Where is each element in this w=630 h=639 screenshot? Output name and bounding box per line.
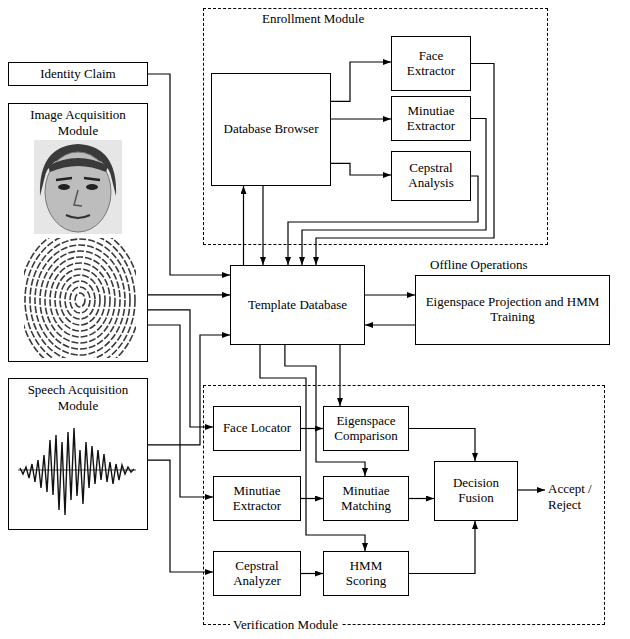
node-label: Cepstral Analysis [396, 161, 466, 191]
connector [316, 64, 494, 266]
node-label: Decision Fusion [439, 476, 513, 506]
node-label: Minutiae Extractor [396, 104, 466, 134]
speech-waveform [18, 428, 136, 515]
node-label: Template Database [248, 298, 347, 313]
node-label: Minutiae Matching [328, 484, 404, 514]
connector [409, 498, 434, 499]
node-label: Identity Claim [40, 67, 115, 82]
node-label: Face Extractor [396, 49, 466, 79]
node-label: Minutiae Extractor [218, 484, 296, 514]
box-heading: Offline Operations [430, 258, 528, 273]
panel-heading: Speech Acquisition Module [9, 379, 147, 413]
connector [243, 186, 244, 265]
connector [339, 345, 340, 406]
process-box: Cepstral Analyzer [213, 551, 301, 596]
region-heading: Verification Module [230, 618, 341, 633]
module-region: Verification ModuleFace LocatorEigenspac… [203, 385, 605, 625]
output-label: Accept / Reject [548, 481, 604, 512]
process-box: Eigenspace Comparison [323, 406, 409, 451]
connector [262, 186, 263, 265]
process-box: Offline OperationsEigenspace Projection … [415, 275, 610, 345]
acquisition-panel: Image Acquisition Module [8, 103, 148, 362]
connector [365, 294, 415, 295]
process-box: Face Extractor [391, 36, 471, 91]
process-box: Minutiae Extractor [391, 96, 471, 141]
face-image [34, 140, 122, 234]
acquisition-panel: Speech Acquisition Module [8, 378, 148, 530]
region-heading: Enrollment Module [262, 12, 364, 27]
process-box: Minutiae Matching [323, 476, 409, 521]
connector [409, 521, 475, 574]
process-box: Database Browser [211, 73, 331, 186]
output-arrow [518, 489, 545, 490]
node-label: HMM Scoring [328, 559, 404, 589]
node-label: Database Browser [224, 122, 319, 137]
process-box: Decision Fusion [434, 461, 518, 521]
connector [365, 324, 415, 325]
connector [409, 429, 475, 462]
module-region: Enrollment ModuleFace ExtractorDatabase … [203, 8, 548, 245]
node-label: Cepstral Analyzer [218, 559, 296, 589]
process-box: Face Locator [213, 406, 301, 451]
fingerprint-image [24, 238, 136, 358]
process-box: Cepstral Analysis [391, 151, 471, 201]
connector [301, 428, 323, 429]
connector [331, 163, 391, 175]
node-label: Eigenspace Projection and HMM Training [420, 295, 605, 325]
process-box: HMM Scoring [323, 551, 409, 596]
process-box: Minutiae Extractor [213, 476, 301, 521]
connector [331, 62, 391, 101]
process-box: Identity Claim [8, 62, 148, 86]
process-box: Template Database [230, 265, 365, 345]
connector [148, 294, 230, 295]
connector [331, 118, 391, 119]
connector [301, 573, 323, 574]
panel-heading: Image Acquisition Module [9, 104, 147, 138]
node-label: Eigenspace Comparison [328, 414, 404, 444]
connector [301, 498, 323, 499]
node-label: Face Locator [223, 421, 291, 436]
